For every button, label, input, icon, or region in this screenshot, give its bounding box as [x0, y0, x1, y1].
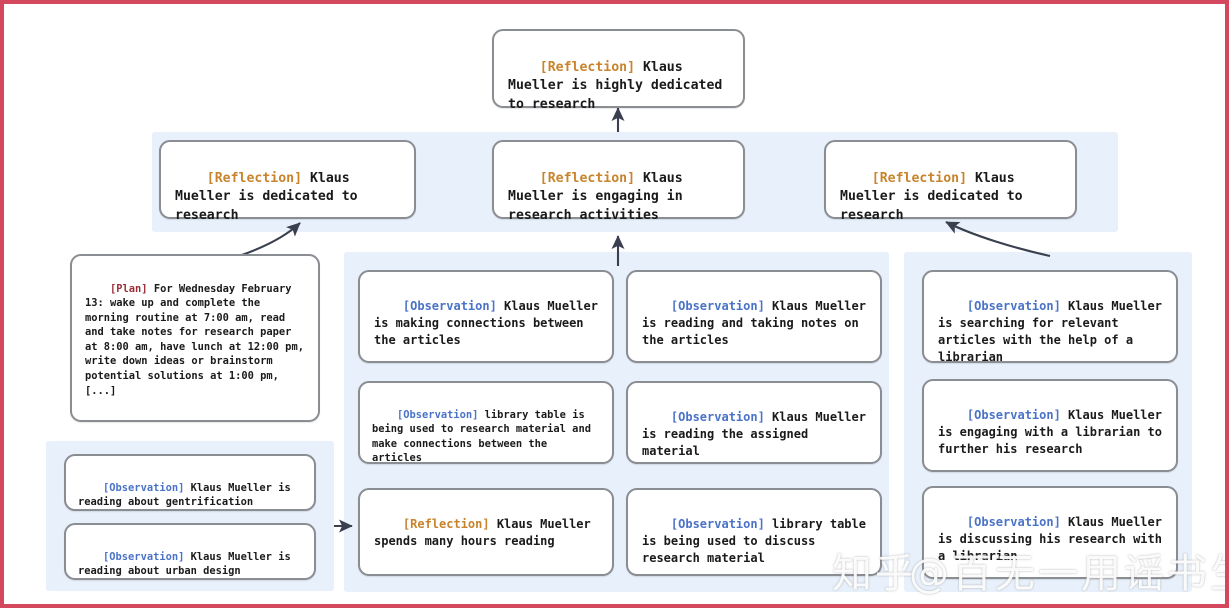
node-text: library table is being used to discuss r…: [642, 517, 874, 566]
node-tag: [Plan]: [110, 282, 148, 295]
node-tag: [Observation]: [966, 515, 1061, 530]
node-text: library table is being used to research …: [372, 408, 598, 465]
node-tag: [Observation]: [670, 517, 765, 532]
node-obs-gentrification[interactable]: [Observation] Klaus Mueller is reading a…: [64, 454, 316, 511]
node-text: Klaus Mueller is discussing his research…: [938, 515, 1170, 564]
node-tag: [Reflection]: [539, 170, 636, 186]
node-text: Klaus Mueller is dedicated to research: [840, 170, 1031, 224]
node-text: Klaus Mueller spends many hours reading: [374, 517, 598, 549]
node-text: Klaus Mueller is reading and taking note…: [642, 299, 874, 348]
node-col2-reading-taking-notes[interactable]: [Observation] Klaus Mueller is reading a…: [626, 270, 882, 363]
node-text: Klaus Mueller is making connections betw…: [374, 299, 606, 348]
node-text: Klaus Mueller is reading about urban des…: [78, 550, 297, 578]
node-tag: [Observation]: [670, 299, 765, 314]
node-col1-library-table-research[interactable]: [Observation] library table is being use…: [358, 381, 614, 464]
node-text: Klaus Mueller is reading about gentrific…: [78, 481, 297, 509]
node-tag: [Observation]: [670, 410, 765, 425]
node-tag: [Observation]: [397, 408, 479, 421]
node-tag: [Reflection]: [871, 170, 968, 186]
node-text: Klaus Mueller is dedicated to research: [175, 170, 366, 224]
node-text: For Wednesday February 13: wake up and c…: [85, 282, 311, 397]
node-col1-making-connections[interactable]: [Observation] Klaus Mueller is making co…: [358, 270, 614, 363]
node-tag: [Observation]: [966, 299, 1061, 314]
node-tag: [Reflection]: [539, 59, 636, 75]
node-col2-library-table-discuss[interactable]: [Observation] library table is being use…: [626, 488, 882, 576]
node-col3-discussing-research[interactable]: [Observation] Klaus Mueller is discussin…: [922, 486, 1178, 579]
node-text: Klaus Mueller is reading the assigned ma…: [642, 410, 874, 459]
node-plan[interactable]: [Plan] For Wednesday February 13: wake u…: [70, 254, 320, 422]
node-mid-center-reflection[interactable]: [Reflection] Klaus Mueller is engaging i…: [492, 140, 745, 223]
node-col1-spends-many-hours[interactable]: [Reflection] Klaus Mueller spends many h…: [358, 488, 614, 576]
node-tag: [Observation]: [103, 481, 185, 494]
node-tag: [Reflection]: [402, 517, 490, 532]
node-tag: [Observation]: [103, 550, 185, 563]
node-mid-right-reflection[interactable]: [Reflection] Klaus Mueller is dedicated …: [824, 140, 1077, 223]
node-tag: [Observation]: [966, 408, 1061, 423]
node-tag: [Reflection]: [206, 170, 303, 186]
node-col3-searching-articles[interactable]: [Observation] Klaus Mueller is searching…: [922, 270, 1178, 365]
node-root-reflection[interactable]: [Reflection] Klaus Mueller is highly ded…: [492, 29, 745, 112]
node-text: Klaus Mueller is searching for relevant …: [938, 299, 1170, 365]
node-col3-engaging-librarian[interactable]: [Observation] Klaus Mueller is engaging …: [922, 379, 1178, 472]
node-text: Klaus Mueller is highly dedicated to res…: [508, 59, 731, 113]
node-mid-left-reflection[interactable]: [Reflection] Klaus Mueller is dedicated …: [159, 140, 416, 223]
node-text: Klaus Mueller is engaging in research ac…: [508, 170, 691, 224]
node-tag: [Observation]: [402, 299, 497, 314]
node-col2-assigned-material[interactable]: [Observation] Klaus Mueller is reading t…: [626, 381, 882, 464]
node-text: Klaus Mueller is engaging with a librari…: [938, 408, 1170, 457]
node-obs-urban-design[interactable]: [Observation] Klaus Mueller is reading a…: [64, 523, 316, 580]
